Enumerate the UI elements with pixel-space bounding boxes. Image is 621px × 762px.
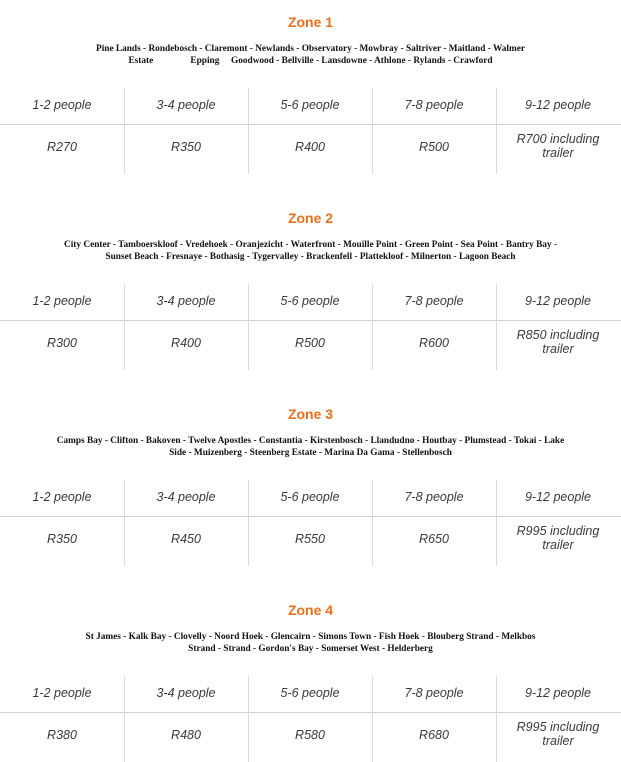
group-size-header: 3-4 people xyxy=(156,490,216,504)
column-divider xyxy=(372,88,373,174)
zone-areas-line: Estate Epping Goodwood - Bellville - Lan… xyxy=(128,56,493,66)
group-size-header: 5-6 people xyxy=(280,98,340,112)
group-size-header: 9-12 people xyxy=(524,98,592,112)
price-table: 1-2 people 3-4 people 5-6 people 7-8 people… xyxy=(0,88,621,174)
price-cell: R350 xyxy=(47,532,77,546)
price-cell: R500 xyxy=(419,140,449,154)
price-cell: R500 xyxy=(295,336,325,350)
group-size-header: 5-6 people xyxy=(280,490,340,504)
zone-title: Zone 4 xyxy=(287,602,334,618)
price-cell-line: R850 including xyxy=(516,328,600,342)
price-cell: R580 xyxy=(295,728,325,742)
group-size-header: 7-8 people xyxy=(404,490,464,504)
column-divider xyxy=(124,88,125,174)
group-size-header: 5-6 people xyxy=(280,294,340,308)
row-divider xyxy=(0,516,621,517)
group-size-header: 1-2 people xyxy=(32,490,92,504)
zone-areas: Pine Lands - Rondebosch - Claremont - Ne… xyxy=(14,43,607,67)
price-table: 1-2 people 3-4 people 5-6 people 7-8 people… xyxy=(0,284,621,370)
zone-areas-line: Strand - Strand - Gordon's Bay - Somerse… xyxy=(188,644,433,654)
group-size-header: 1-2 people xyxy=(32,294,92,308)
zone-areas-line: Sunset Beach - Fresnaye - Bothasig - Tyg… xyxy=(105,252,516,262)
zone-areas: City Center - Tamboerskloof - Vredehoek … xyxy=(14,239,607,263)
zone-areas-line: St James - Kalk Bay - Clovelly - Noord H… xyxy=(85,632,536,642)
row-divider xyxy=(0,712,621,713)
price-cell: R680 xyxy=(419,728,449,742)
zone-areas: St James - Kalk Bay - Clovelly - Noord H… xyxy=(14,631,607,655)
group-size-header: 5-6 people xyxy=(280,686,340,700)
group-size-header: 9-12 people xyxy=(524,686,592,700)
row-divider xyxy=(0,320,621,321)
price-cell: R650 xyxy=(419,532,449,546)
column-divider xyxy=(372,480,373,566)
price-cell: R380 xyxy=(47,728,77,742)
zone-areas-line: Camps Bay - Clifton - Bakoven - Twelve A… xyxy=(56,436,565,446)
column-divider xyxy=(372,676,373,762)
price-cell-line: R995 including xyxy=(516,524,600,538)
column-divider xyxy=(372,284,373,370)
price-cell: R400 xyxy=(171,336,201,350)
price-cell: R270 xyxy=(47,140,77,154)
price-cell: R350 xyxy=(171,140,201,154)
group-size-header: 7-8 people xyxy=(404,98,464,112)
price-cell-line: trailer xyxy=(542,734,574,748)
price-cell: R400 xyxy=(295,140,325,154)
group-size-header: 9-12 people xyxy=(524,490,592,504)
column-divider xyxy=(124,284,125,370)
group-size-header: 3-4 people xyxy=(156,98,216,112)
price-cell: R550 xyxy=(295,532,325,546)
row-divider xyxy=(0,124,621,125)
column-divider xyxy=(496,88,497,174)
zone-title: Zone 3 xyxy=(287,406,334,422)
group-size-header: 1-2 people xyxy=(32,686,92,700)
price-cell: R300 xyxy=(47,336,77,350)
price-cell: R600 xyxy=(419,336,449,350)
group-size-header: 9-12 people xyxy=(524,294,592,308)
price-cell-line: R995 including xyxy=(516,720,600,734)
price-cell-line: R700 including xyxy=(516,132,600,146)
column-divider xyxy=(248,284,249,370)
column-divider xyxy=(124,480,125,566)
price-cell-line: trailer xyxy=(542,538,574,552)
group-size-header: 3-4 people xyxy=(156,294,216,308)
column-divider xyxy=(496,284,497,370)
price-cell-line: trailer xyxy=(542,342,574,356)
column-divider xyxy=(496,480,497,566)
column-divider xyxy=(248,480,249,566)
zone-areas-line: City Center - Tamboerskloof - Vredehoek … xyxy=(63,240,558,250)
group-size-header: 7-8 people xyxy=(404,294,464,308)
group-size-header: 1-2 people xyxy=(32,98,92,112)
price-cell: R450 xyxy=(171,532,201,546)
zone-title: Zone 1 xyxy=(287,14,334,30)
column-divider xyxy=(496,676,497,762)
price-cell-line: trailer xyxy=(542,146,574,160)
zone-areas-line: Side - Muizenberg - Steenberg Estate - M… xyxy=(169,448,452,458)
column-divider xyxy=(124,676,125,762)
column-divider xyxy=(248,676,249,762)
column-divider xyxy=(248,88,249,174)
price-table: 1-2 people 3-4 people 5-6 people 7-8 people… xyxy=(0,480,621,566)
group-size-header: 7-8 people xyxy=(404,686,464,700)
zone-areas: Camps Bay - Clifton - Bakoven - Twelve A… xyxy=(14,435,607,459)
group-size-header: 3-4 people xyxy=(156,686,216,700)
price-cell: R480 xyxy=(171,728,201,742)
zone-title: Zone 2 xyxy=(287,210,334,226)
price-table: 1-2 people 3-4 people 5-6 people 7-8 people… xyxy=(0,676,621,762)
zone-areas-line: Pine Lands - Rondebosch - Claremont - Ne… xyxy=(96,44,525,54)
